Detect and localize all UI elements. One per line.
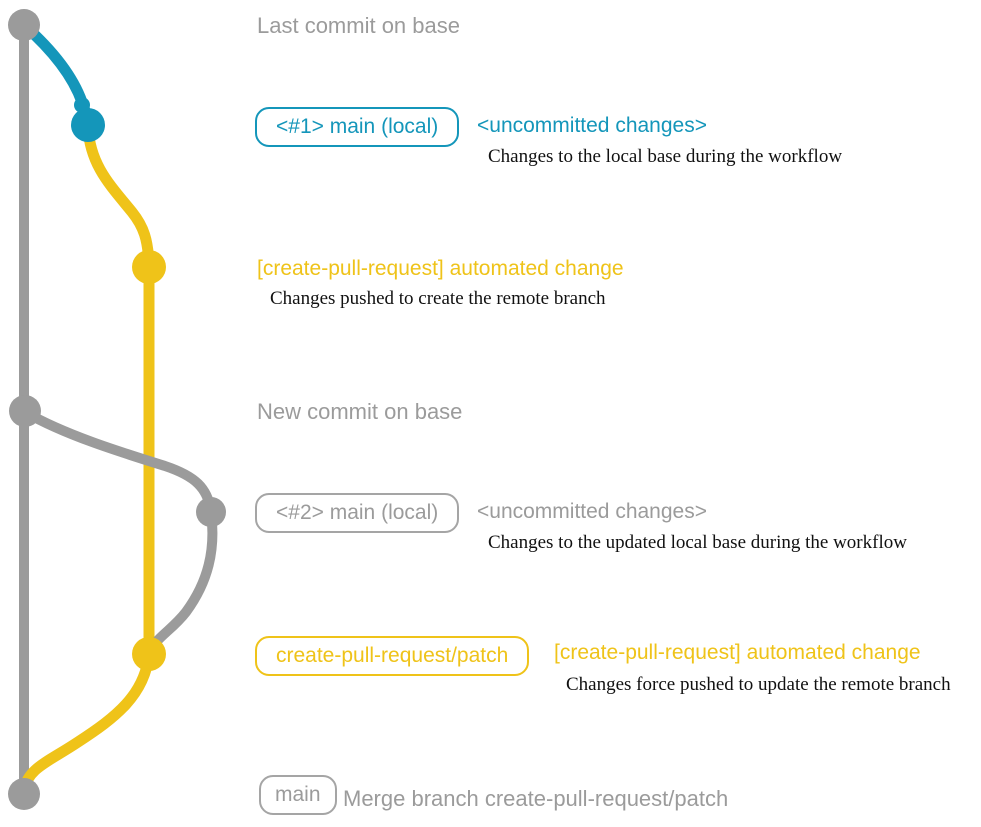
base-update-curve-lower [146,507,218,655]
branch-label-local-main-1: <#1> main (local) [255,107,460,147]
branch-label-local-main-2: <#2> main (local) [255,493,460,533]
commit-node-patch-2 [132,637,166,671]
commit-node-local-main-1 [71,108,105,142]
uncommitted-changes-1-description: Changes to the local base during the wor… [488,146,843,167]
automated-change-1-description: Changes pushed to create the remote bran… [270,288,606,309]
new-commit-label: New commit on base [257,399,463,424]
last-commit-label: Last commit on base [257,13,460,38]
merge-commit-label: Merge branch create-pull-request/patch [343,786,729,811]
commit-node-last-base [8,9,40,41]
base-update-curve-upper [20,407,216,517]
branch-label-patch: create-pull-request/patch [255,636,530,676]
merge-curve [18,648,155,796]
automated-change-2-title: [create-pull-request] automated change [554,641,921,664]
uncommitted-changes-1-title: <uncommitted changes> [477,114,707,137]
patch-branch-curve [82,121,155,660]
uncommitted-changes-2-description: Changes to the updated local base during… [488,532,907,553]
commit-node-merge [8,778,40,810]
automated-change-2-description: Changes force pushed to update the remot… [566,674,951,695]
automated-change-1-title: [create-pull-request] automated change [257,257,624,280]
commit-node-patch-1 [132,250,166,284]
uncommitted-changes-2-title: <uncommitted changes> [477,500,707,523]
branch-label-main: main [259,775,337,815]
commit-node-local-main-2 [196,497,226,527]
commit-node-new-base [9,395,41,427]
